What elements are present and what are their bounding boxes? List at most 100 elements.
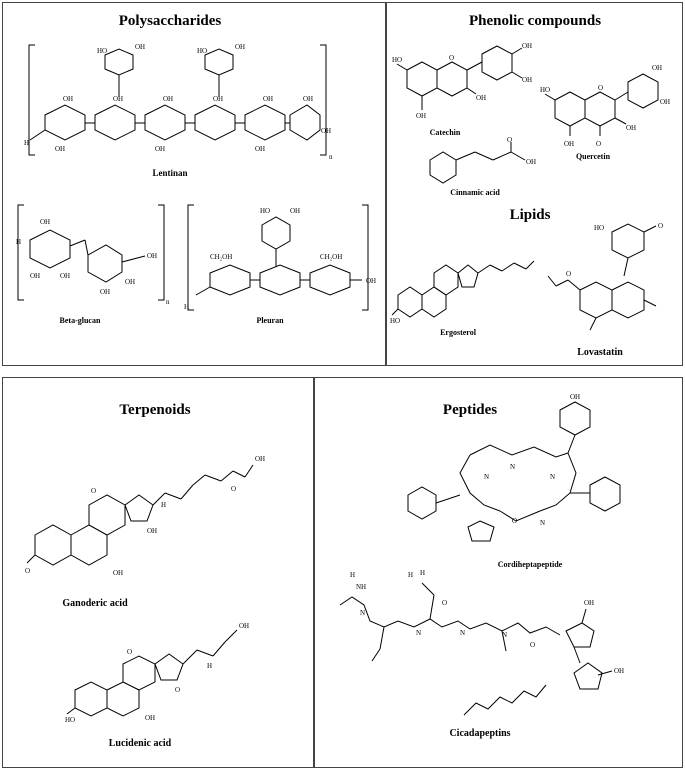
terpenoids-panel bbox=[2, 377, 314, 768]
svg-text:HO: HO bbox=[197, 47, 207, 55]
svg-text:OH: OH bbox=[660, 98, 670, 106]
svg-text:O: O bbox=[25, 567, 30, 575]
lucidenic-acid-label: Lucidenic acid bbox=[108, 738, 172, 749]
svg-text:OH: OH bbox=[235, 43, 245, 51]
svg-text:O: O bbox=[566, 270, 571, 278]
svg-text:H: H bbox=[161, 501, 166, 509]
lovastatin-structure: HO O O bbox=[547, 222, 663, 331]
svg-text:O: O bbox=[175, 686, 180, 694]
peptides-panel bbox=[314, 377, 683, 768]
svg-text:N: N bbox=[484, 473, 489, 481]
lovastatin-label: Lovastatin bbox=[577, 347, 623, 358]
svg-text:OH: OH bbox=[40, 218, 50, 226]
svg-text:HO: HO bbox=[390, 317, 400, 325]
svg-text:N: N bbox=[502, 631, 507, 639]
svg-text:O: O bbox=[231, 485, 236, 493]
svg-text:HO: HO bbox=[594, 224, 604, 232]
svg-text:N: N bbox=[460, 629, 465, 637]
ganoderic-acid-structure: O O OH OH OH O H bbox=[25, 455, 265, 577]
svg-text:OH: OH bbox=[255, 145, 265, 153]
svg-text:OH: OH bbox=[213, 95, 223, 103]
svg-text:NH: NH bbox=[356, 583, 366, 591]
svg-text:OH: OH bbox=[30, 272, 40, 280]
svg-text:O: O bbox=[449, 54, 454, 62]
svg-text:n: n bbox=[329, 153, 333, 161]
terpenoids-heading: Terpenoids bbox=[119, 402, 191, 418]
cinnamic-acid-structure: OHO bbox=[429, 136, 536, 184]
quercetin-label: Quercetin bbox=[575, 152, 611, 161]
polysaccharides-heading: Polysaccharides bbox=[118, 13, 222, 29]
svg-text:OH: OH bbox=[584, 599, 594, 607]
svg-text:OH: OH bbox=[652, 64, 662, 72]
svg-text:O: O bbox=[658, 222, 663, 230]
svg-text:O: O bbox=[596, 140, 601, 148]
svg-text:N: N bbox=[416, 629, 421, 637]
svg-text:OH: OH bbox=[63, 95, 73, 103]
cicadapeptins-label: Cicadapeptins bbox=[449, 728, 511, 739]
svg-text:CH₂OH: CH₂OH bbox=[320, 253, 342, 261]
lentinan-label: Lentinan bbox=[152, 168, 188, 178]
svg-text:O: O bbox=[442, 599, 447, 607]
svg-text:N: N bbox=[510, 463, 515, 471]
ergosterol-structure: HO bbox=[390, 260, 535, 325]
svg-text:H: H bbox=[24, 139, 29, 147]
svg-text:N: N bbox=[540, 519, 545, 527]
svg-text:O: O bbox=[530, 641, 535, 649]
svg-text:H: H bbox=[184, 303, 189, 311]
lipids-heading: Lipids bbox=[509, 207, 551, 223]
svg-text:HO: HO bbox=[65, 716, 75, 724]
phenolic-lipids-panel bbox=[386, 2, 683, 366]
svg-text:O: O bbox=[91, 487, 96, 495]
beta-glucan-label: Beta-glucan bbox=[59, 316, 101, 325]
svg-text:HO: HO bbox=[260, 207, 270, 215]
svg-text:HO: HO bbox=[540, 86, 550, 94]
svg-text:OH: OH bbox=[522, 42, 532, 50]
svg-text:OH: OH bbox=[163, 95, 173, 103]
svg-text:H: H bbox=[207, 662, 212, 670]
svg-text:OH: OH bbox=[100, 288, 110, 296]
svg-text:OH: OH bbox=[522, 76, 532, 84]
ergosterol-label: Ergosterol bbox=[440, 328, 476, 337]
svg-text:OH: OH bbox=[416, 112, 426, 120]
svg-text:OH: OH bbox=[239, 622, 249, 630]
svg-text:OH: OH bbox=[255, 455, 265, 463]
svg-text:OH: OH bbox=[147, 527, 157, 535]
svg-text:HO: HO bbox=[392, 56, 402, 64]
svg-text:H: H bbox=[350, 571, 355, 579]
svg-text:OH: OH bbox=[113, 569, 123, 577]
polysaccharides-panel bbox=[2, 2, 386, 366]
svg-text:OH: OH bbox=[303, 95, 313, 103]
phenolic-compounds-heading: Phenolic compounds bbox=[468, 13, 602, 29]
svg-text:OH: OH bbox=[366, 277, 376, 285]
svg-text:OH: OH bbox=[147, 252, 157, 260]
svg-text:OH: OH bbox=[113, 95, 123, 103]
svg-text:O: O bbox=[598, 84, 603, 92]
svg-text:OH: OH bbox=[614, 667, 624, 675]
catechin-structure: HO OH O OH OH OH bbox=[392, 42, 532, 120]
svg-text:HO: HO bbox=[97, 47, 107, 55]
svg-text:N: N bbox=[550, 473, 555, 481]
peptides-heading: Peptides bbox=[442, 402, 498, 418]
svg-text:CH₂OH: CH₂OH bbox=[210, 253, 232, 261]
lucidenic-acid-structure: HO O O OH OH H bbox=[65, 622, 249, 724]
svg-text:H: H bbox=[408, 571, 413, 579]
svg-text:OH: OH bbox=[564, 140, 574, 148]
svg-text:n: n bbox=[166, 298, 170, 306]
svg-text:N: N bbox=[360, 609, 365, 617]
svg-text:H: H bbox=[16, 238, 21, 246]
svg-text:OH: OH bbox=[155, 145, 165, 153]
svg-text:OH: OH bbox=[570, 393, 580, 401]
svg-text:OH: OH bbox=[321, 127, 331, 135]
svg-text:OH: OH bbox=[476, 94, 486, 102]
cordiheptapeptide-label: Cordiheptapeptide bbox=[497, 560, 563, 569]
svg-text:OH: OH bbox=[145, 714, 155, 722]
pleuran-label: Pleuran bbox=[256, 316, 284, 325]
svg-text:OH: OH bbox=[526, 158, 536, 166]
svg-text:O: O bbox=[127, 648, 132, 656]
